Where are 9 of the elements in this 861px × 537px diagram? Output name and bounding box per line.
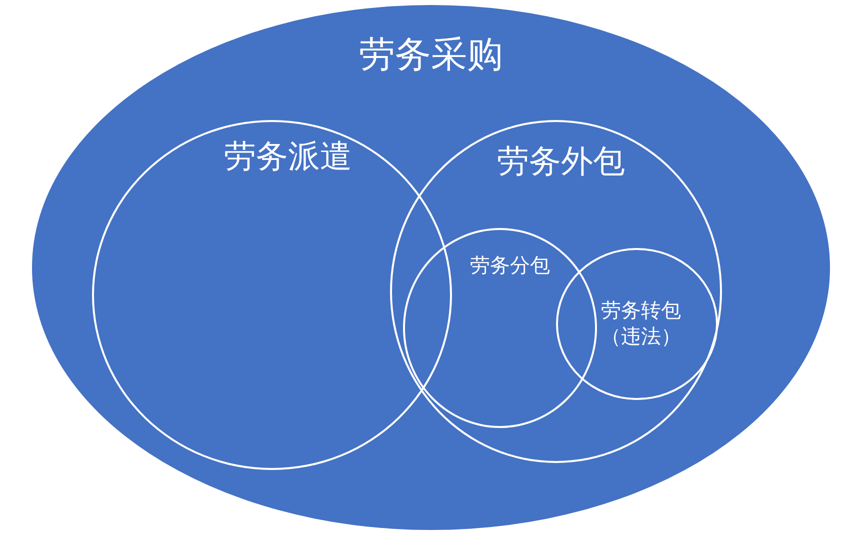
set-circle: [92, 120, 452, 470]
set-circle: [403, 228, 597, 428]
set-label: 劳务采购: [359, 34, 503, 78]
set-label: 劳务外包: [497, 141, 625, 182]
set-label: 劳务派遣: [224, 136, 352, 178]
set-circle: [556, 248, 718, 400]
set-label: 劳务分包: [470, 252, 550, 278]
set-circle: [390, 120, 722, 463]
set-label: 劳务转包（违法）: [600, 297, 682, 349]
